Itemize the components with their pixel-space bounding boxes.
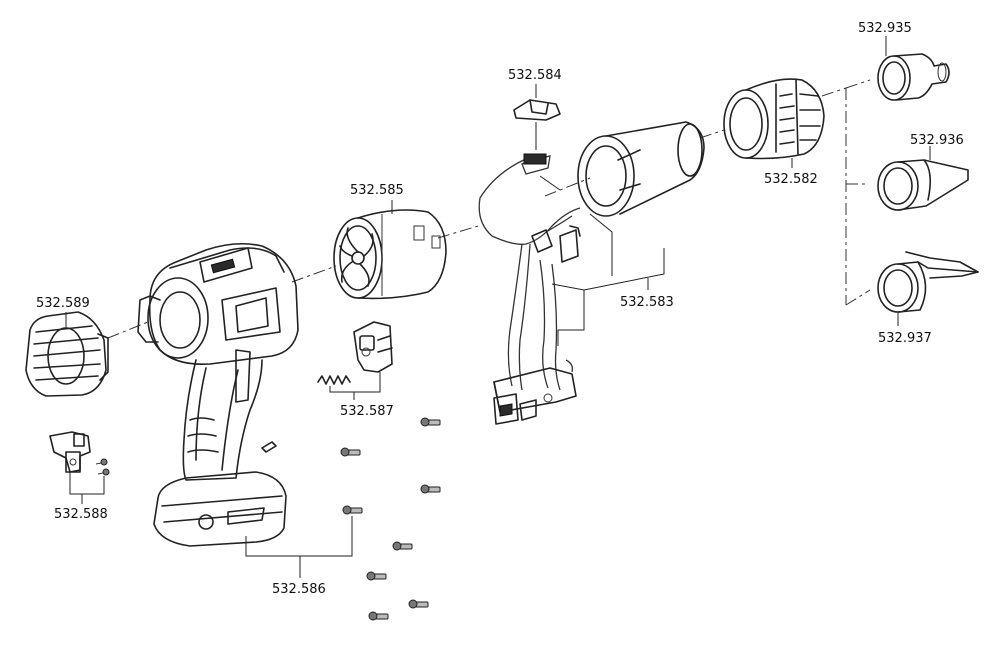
- screw: [342, 505, 363, 515]
- screw: [368, 611, 389, 621]
- screw: [420, 484, 441, 494]
- heating-element-assembly: [478, 121, 705, 425]
- switch-module: [353, 321, 393, 373]
- nozzle-cage: [723, 78, 825, 160]
- leader-lines: [65, 36, 931, 578]
- small-screws-588: [95, 458, 110, 476]
- label-532-935: 532.935: [858, 21, 912, 36]
- label-532-588: 532.588: [54, 507, 108, 522]
- surface-nozzle: [877, 159, 969, 211]
- label-532-586: 532.586: [272, 582, 326, 597]
- terminal-clip: [513, 99, 561, 121]
- label-532-584: 532.584: [508, 68, 562, 83]
- label-532-936: 532.936: [910, 133, 964, 148]
- rear-grille-cover: [25, 311, 109, 397]
- part-labels: 532.589 532.588 532.587 532.586 532.585 …: [36, 21, 964, 597]
- label-532-587: 532.587: [340, 404, 394, 419]
- switch-bracket: [49, 431, 91, 473]
- spring: [317, 375, 351, 385]
- assembly-axis: [107, 79, 871, 339]
- screw: [408, 599, 429, 609]
- slide-switch: [261, 441, 277, 453]
- label-532-583: 532.583: [620, 295, 674, 310]
- screw: [392, 541, 413, 551]
- label-532-589: 532.589: [36, 296, 90, 311]
- main-housing: [137, 242, 299, 547]
- housing-screws: [340, 417, 441, 621]
- screw: [366, 571, 387, 581]
- label-532-937: 532.937: [878, 331, 932, 346]
- screw: [340, 447, 361, 457]
- reducer-nozzle: [877, 53, 950, 101]
- fan-unit: [333, 209, 447, 300]
- deflector-nozzle: [877, 251, 979, 313]
- label-532-585: 532.585: [350, 183, 404, 198]
- screw: [420, 417, 441, 427]
- label-532-582: 532.582: [764, 172, 818, 187]
